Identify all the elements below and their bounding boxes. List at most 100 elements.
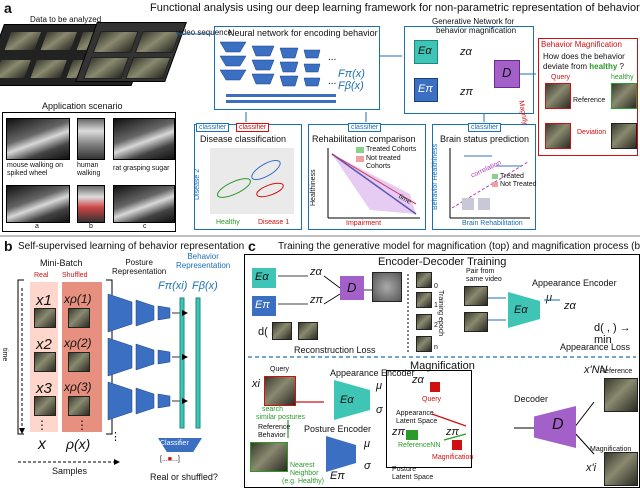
app-latent-1: Appearance [396, 410, 434, 417]
c-e-pi-label: Eπ [255, 299, 270, 311]
decoder-label: D [502, 65, 512, 80]
rehab-classifier-tag: classifier [348, 123, 382, 132]
data-label: Data to be analyzed [30, 15, 102, 24]
reference-nn-marker [406, 430, 418, 440]
recon-loss-label: Reconstruction Loss [294, 345, 376, 355]
e-alpha-label: Eα [418, 45, 432, 57]
row2-x: x2 [36, 336, 52, 353]
pair-label-2: same video [466, 276, 502, 283]
mag-question-end: ? [619, 62, 624, 71]
epoch-img-2 [416, 314, 432, 330]
c-app-enc-label-top: Eα [514, 304, 528, 316]
scenario-caption-b: human walking [77, 162, 101, 177]
query-latent-marker [430, 382, 440, 392]
disease-x-disease: Disease 1 [258, 219, 290, 226]
x-i-prime-label: x'i [586, 462, 597, 474]
epoch-tick-0: 0 [434, 283, 438, 290]
c-mu-top: μ [546, 292, 553, 304]
panel-c-lines [248, 274, 636, 455]
c-appearance-encoder-bottom: Appearance Encoder [330, 368, 415, 378]
reference-out-image [604, 378, 638, 412]
posture-latent-2: Latent Space [392, 474, 434, 481]
c-z-pi-ref: zπ [392, 426, 405, 438]
mag-deviation-label: Deviation [577, 129, 607, 136]
magnification-out-image [604, 452, 638, 486]
rehab-legend-untreated: Not treated Cohorts [366, 155, 401, 170]
e-pi-block [414, 78, 438, 102]
e-pi-label: Eπ [418, 83, 433, 95]
pair-label-1: Pair from [466, 268, 495, 275]
epoch-tick-1: 1 [434, 302, 438, 309]
disease-classifier-tag: classifier [196, 123, 230, 132]
c-posture-encoder: Posture Encoder [304, 424, 372, 434]
rehab-title: Rehabilitation comparison [312, 134, 416, 144]
epoch-img-n [416, 336, 432, 352]
mag-question-1: How does the behavior [543, 52, 625, 61]
row3-real-img [34, 396, 56, 416]
appearance-loss-label: Appearance Loss [560, 342, 631, 352]
disease-classifier-tag-red: classifier [236, 123, 270, 132]
rat-image-bottom [113, 185, 175, 223]
minibatch-label: Mini-Batch [40, 258, 83, 268]
panel-c-title: Training the generative model for magnif… [278, 241, 640, 252]
mag-question-healthy: healthy [589, 62, 618, 71]
mag-query-image [545, 83, 571, 109]
panel-b-title: Self-supervised learning of behavior rep… [18, 241, 245, 252]
f-beta-label: Fβ(x) [338, 80, 364, 92]
scenario-letter-a: a [35, 223, 39, 230]
brain-classifier-tag: classifier [468, 123, 502, 132]
c-e-alpha-label: Eα [255, 271, 269, 283]
behavior-magnification-box: Behavior Magnification How does the beha… [538, 38, 638, 156]
query-label-c: Query [270, 366, 290, 373]
c-mu-app: μ [376, 380, 383, 392]
search-label-1: search [262, 406, 284, 413]
brain-title: Brain status prediction [440, 134, 530, 144]
ref-behavior-1: Reference [258, 424, 291, 431]
rehab-legend-treated: Treated Cohorts [366, 146, 417, 153]
latent-space-box [386, 370, 472, 468]
col-x-label: x [38, 436, 46, 453]
panel-a-letter: a [4, 0, 12, 16]
classifier-block [158, 438, 202, 452]
human-image-top [77, 118, 105, 160]
panel-b-letter: b [4, 238, 13, 254]
mag-result-image-right [611, 123, 637, 149]
shuffled-label: Shuffled [62, 272, 88, 279]
disease-plot [210, 148, 294, 214]
scenario-letter-c: c [143, 223, 147, 230]
mag-reference-label: Reference [573, 97, 606, 104]
posture-rep-line2: Representation [112, 267, 167, 276]
brain-x-label: Brain Rehabilitation [462, 220, 523, 227]
real-or-shuffled-label: Real or shuffled? [150, 472, 218, 482]
c-e-pi-block [252, 296, 276, 316]
mag-healthy-image [611, 83, 637, 109]
ref-behavior-2: Behavior [258, 432, 286, 439]
svg-text:...: ... [328, 76, 336, 87]
c-decoder-name: Decoder [514, 394, 549, 404]
c-app-enc-label-bottom: Eα [340, 394, 354, 406]
scenario-letter-b: b [89, 223, 93, 230]
scenario-caption-c: rat grasping sugar [113, 165, 170, 172]
gen-title-2: behavior magnification [436, 26, 517, 35]
row2-shuf-img [68, 352, 90, 372]
c-decoder-label-top: D [347, 280, 357, 295]
brain-legend-untreated: Not Treated [500, 181, 537, 188]
x-nn-label: x'NN [584, 364, 608, 376]
row3-rho: xρ(3) [64, 380, 92, 394]
enc-dec-title: Encoder-Decoder Training [378, 256, 507, 268]
rat-image-top [113, 118, 175, 160]
c-z-pi-top: zπ [310, 294, 323, 306]
epoch-tick-2: 2 [434, 322, 438, 329]
mag-result-image-left [545, 123, 571, 149]
classifier-label: Classifier [160, 440, 189, 447]
reference-out-label: Reference [600, 368, 633, 375]
magnification-red-label: Magnification [432, 454, 474, 461]
z-pi-label: zπ [460, 86, 473, 98]
f-pi-label: Fπ(x) [338, 68, 365, 80]
encoder-layers-svg: ... ... [219, 41, 336, 103]
epoch-img-1 [416, 292, 432, 308]
search-label-2: similar postures [256, 414, 306, 421]
mouse-image-bottom [6, 185, 70, 223]
nearest-neighbor-image [250, 442, 288, 472]
c-z-alpha-app: zα [564, 300, 576, 312]
